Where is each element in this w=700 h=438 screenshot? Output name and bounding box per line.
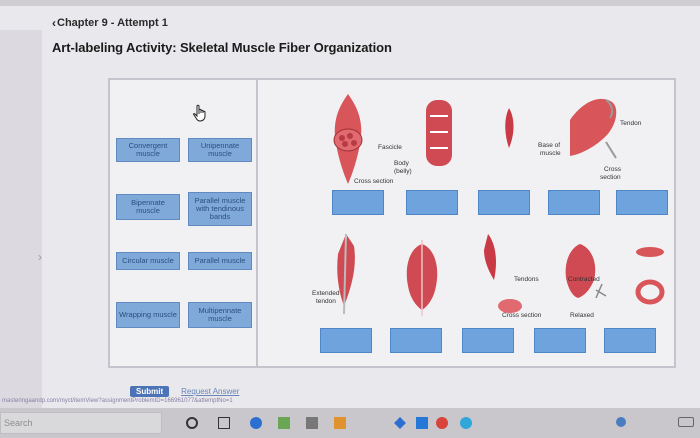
app-icon-red[interactable] [436,417,448,429]
fig-label-belly: (belly) [394,168,412,175]
drop-target-6[interactable] [320,328,372,353]
unipennate-muscle-figure [337,233,355,315]
chevron-left-icon: ‹ [52,16,56,30]
task-view-icon[interactable] [218,417,230,429]
dropbox-icon[interactable] [394,417,406,429]
circular-muscle-figure [565,244,607,299]
cortana-circle-icon[interactable] [186,417,198,429]
label-multipennate-muscle[interactable]: Multipennate muscle [188,302,252,328]
taskbar-search-box[interactable]: Search [0,412,162,434]
app-icon-cyan[interactable] [460,417,472,429]
status-url: masteringaandp.com/myct/itemView?assignm… [2,398,233,404]
submit-button[interactable]: Submit [130,386,170,397]
label-unipennate-muscle[interactable]: Unipennate muscle [188,138,252,162]
fig-label-muscle: muscle [540,150,561,157]
chapter-back-label: Chapter 9 - Attempt 1 [57,17,168,29]
drop-target-7[interactable] [390,328,442,353]
chapter-back-link[interactable]: ‹ Chapter 9 - Attempt 1 [52,16,168,30]
label-wrapping-muscle[interactable]: Wrapping muscle [116,302,180,328]
sphincter-rings-figure [635,247,665,305]
fig-label-cross: Cross [604,166,621,173]
drop-target-5[interactable] [616,190,668,215]
muscle-figure-bottom-row [337,233,665,316]
label-convergent-muscle[interactable]: Convergent muscle [116,138,180,162]
fig-label-section: section [600,174,621,181]
app-icon-blue-s[interactable] [416,417,428,429]
muscle-figure-top-row [333,94,617,184]
parallel-muscle-figure [333,94,363,184]
label-parallel-muscle[interactable]: Parallel muscle [188,252,252,270]
taskbar: Search [0,408,700,438]
fig-label-body: Body [394,160,409,167]
request-answer-link[interactable]: Request Answer [181,387,240,396]
label-text: Wrapping muscle [119,310,177,319]
parallel-tendinous-bands-figure [426,100,452,166]
search-placeholder: Search [4,418,33,428]
fig-label-extended: Extended [312,290,340,297]
app-icon-orange[interactable] [334,417,346,429]
label-bipennate-muscle[interactable]: Bipennate muscle [116,194,180,220]
label-text: Multipennate muscle [198,306,242,323]
fig-label-cross-section: Cross section [354,178,394,185]
fig-label-relaxed: Relaxed [570,312,594,319]
label-text: Convergent muscle [128,141,168,158]
fig-label-tendons: Tendons [514,276,539,283]
fig-label-contracted: Contracted [568,276,600,283]
drop-target-1[interactable] [332,190,384,215]
drop-target-8[interactable] [462,328,514,353]
narrow-muscle-figure [505,108,514,148]
fig-label-cross-section-lower: Cross section [502,312,542,319]
label-parallel-tendinous-bands[interactable]: Parallel muscle with tendinous bands [188,192,252,226]
label-text: Unipennate muscle [200,141,240,158]
browser-top-strip [0,0,700,6]
labeling-board: Convergent muscle Unipennate muscle Bipe… [108,78,676,368]
label-text: Bipennate muscle [131,198,165,215]
store-icon[interactable] [306,417,318,429]
fig-label-tendon-top: Tendon [620,120,642,127]
drop-target-4[interactable] [548,190,600,215]
app-icon-green[interactable] [278,417,290,429]
label-text: Parallel muscle with tendinous bands [194,196,246,221]
label-text: Circular muscle [122,256,174,265]
edge-browser-icon[interactable] [250,417,262,429]
label-circular-muscle[interactable]: Circular muscle [116,252,180,270]
drop-target-10[interactable] [604,328,656,353]
multipennate-muscle-figure [484,234,522,313]
hand-cursor-icon [193,104,206,122]
fig-label-base-of: Base of [538,142,561,149]
left-shade [0,30,42,408]
action-row: Submit Request Answer [130,386,239,397]
drop-target-2[interactable] [406,190,458,215]
fig-label-tendon-lower: tendon [316,298,336,305]
notification-icon[interactable] [678,417,694,427]
page-title: Art-labeling Activity: Skeletal Muscle F… [52,40,392,55]
label-text: Parallel muscle [194,256,246,265]
bipennate-muscle-figure [406,240,438,316]
fig-label-fascicle: Fascicle [378,144,402,151]
convergent-muscle-figure [570,98,617,159]
drop-target-9[interactable] [534,328,586,353]
network-icon[interactable] [616,417,626,427]
chevron-right-icon[interactable]: › [38,250,42,264]
drop-target-3[interactable] [478,190,530,215]
label-bank: Convergent muscle Unipennate muscle Bipe… [110,80,258,366]
